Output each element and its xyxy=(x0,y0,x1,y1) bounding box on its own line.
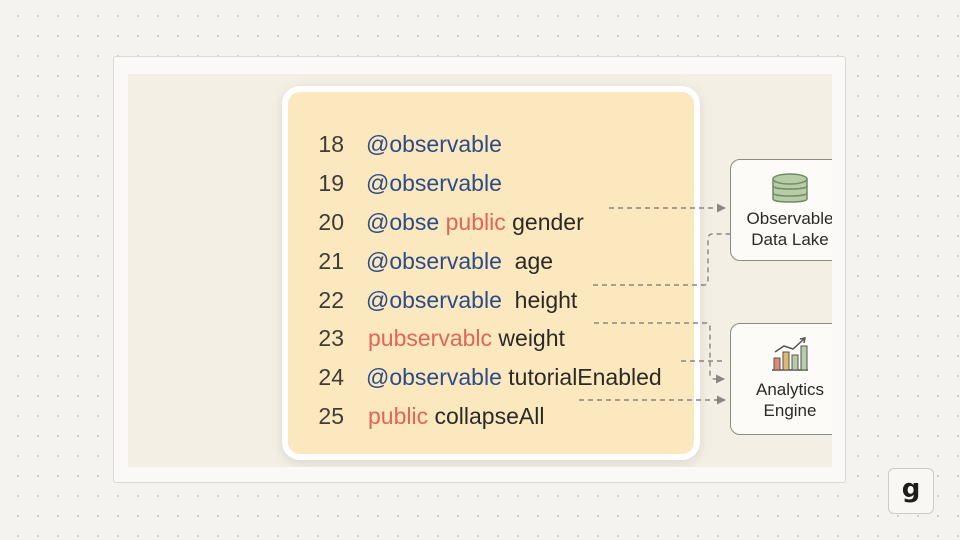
analytics-engine-node: Analytics Engine xyxy=(730,323,832,435)
database-icon xyxy=(772,173,808,203)
code-token: @observable xyxy=(366,131,502,157)
line-number: 19 xyxy=(318,170,344,196)
code-token: pubservablc xyxy=(368,325,493,351)
code-token: gender xyxy=(505,209,584,235)
arrow-height-to-analytics xyxy=(593,233,730,286)
diagram-canvas: 18 @observable 19 @observable 20 @obse p… xyxy=(128,74,832,467)
code-token: @observable xyxy=(366,248,502,274)
line-number: 18 xyxy=(318,131,344,157)
data-lake-label: Observable Data Lake xyxy=(746,209,832,249)
code-token: age xyxy=(501,248,554,274)
code-token: public xyxy=(368,403,429,429)
code-token: @obse xyxy=(366,209,440,235)
code-token: tutorialEnabled xyxy=(501,364,662,390)
line-number: 23 xyxy=(318,325,344,351)
data-lake-node: Observable Data Lake xyxy=(730,159,832,261)
code-token: @observable xyxy=(366,287,502,313)
code-panel: 18 @observable 19 @observable 20 @obse p… xyxy=(282,86,700,460)
code-token: collapseAll xyxy=(428,403,545,429)
arrow-weight-to-analytics xyxy=(594,322,725,384)
line-number: 22 xyxy=(318,287,344,313)
code-token: weight xyxy=(492,325,565,351)
bar-chart-trend-icon xyxy=(772,337,808,371)
line-number: 24 xyxy=(318,364,344,390)
line-number: 21 xyxy=(318,248,344,274)
logo-badge: g xyxy=(888,468,934,514)
connector-arrows xyxy=(579,203,730,405)
code-token: @observable xyxy=(366,364,502,390)
code-token: height xyxy=(501,287,578,313)
code-token: @observable xyxy=(366,170,502,196)
line-number: 25 xyxy=(318,403,344,429)
analytics-engine-label: Analytics Engine xyxy=(755,380,825,420)
line-number: 20 xyxy=(318,209,344,235)
code-token: public xyxy=(439,209,506,235)
